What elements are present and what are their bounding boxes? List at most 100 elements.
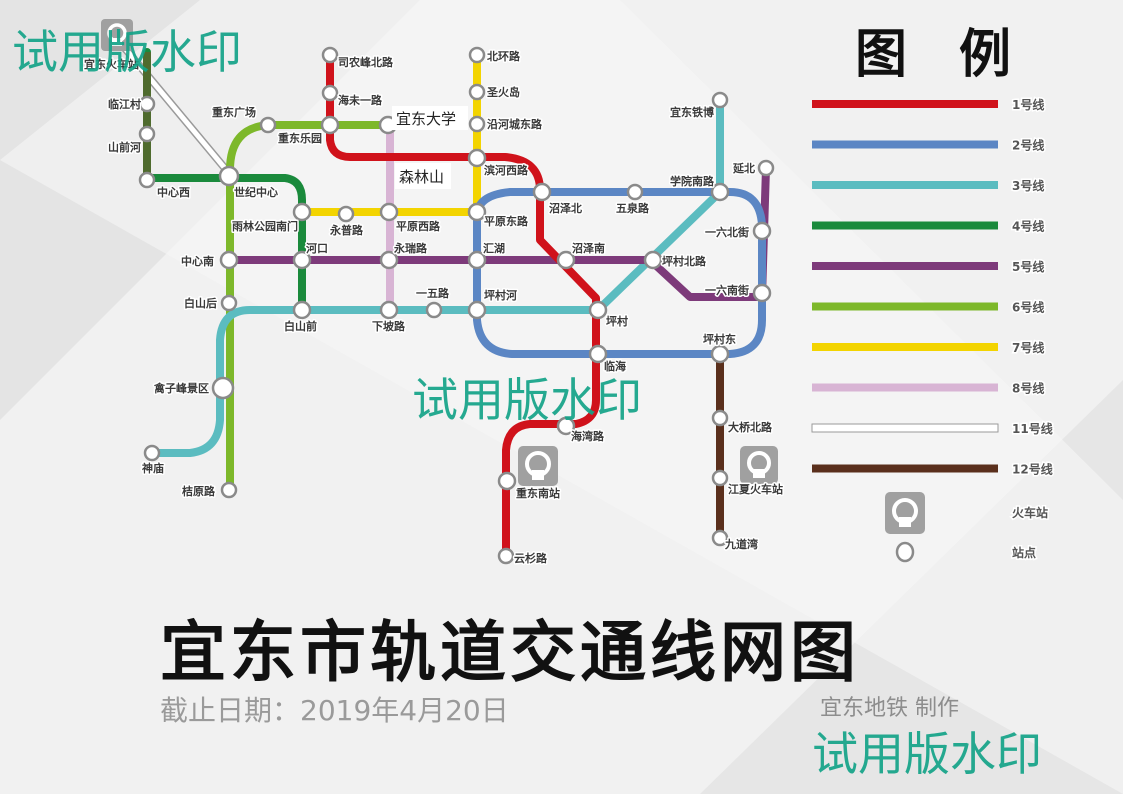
railway-station-icon: [101, 19, 133, 51]
station-marker[interactable]: [467, 250, 487, 270]
station-marker[interactable]: [379, 202, 399, 222]
line-11: [114, 37, 232, 175]
watermark: 试用版水印: [12, 25, 242, 79]
station-marker[interactable]: [752, 283, 772, 303]
station-marker[interactable]: [467, 148, 487, 168]
station-marker[interactable]: [320, 115, 340, 135]
university-label-box: [392, 106, 468, 130]
legend-swatch: [812, 383, 998, 392]
station-marker[interactable]: [467, 202, 487, 222]
station-marker[interactable]: [588, 344, 608, 364]
station-labels: 宜东火车站 临江村 山前河 中心西 世纪中心 重东广场 重东乐园 司农峰北路 海…: [83, 48, 785, 567]
station-marker[interactable]: [532, 182, 552, 202]
station-marker[interactable]: [468, 46, 486, 64]
station-marker[interactable]: [379, 300, 399, 320]
legend-label: 1号线: [1012, 97, 1044, 112]
station-marker[interactable]: [337, 205, 355, 223]
station-marker[interactable]: [138, 95, 156, 113]
station-marker[interactable]: [588, 300, 608, 320]
university-label: 宜东大学: [396, 110, 456, 128]
station-marker[interactable]: [711, 91, 729, 109]
station-marker[interactable]: [467, 300, 487, 320]
legend-label: 6号线: [1012, 300, 1044, 315]
station-label: 河口: [306, 241, 328, 255]
railway-station-icon: [518, 446, 558, 486]
station-marker[interactable]: [468, 115, 486, 133]
station-marker[interactable]: [220, 481, 238, 499]
station-marker[interactable]: [138, 125, 156, 143]
station-label: 平原东路: [484, 214, 529, 228]
legend-swatch: [811, 423, 999, 433]
railway-station-icon: [740, 446, 778, 484]
station-marker[interactable]: [468, 83, 486, 101]
legend-railway-label: 火车站: [1012, 505, 1048, 520]
station-label: 桔原路: [182, 484, 216, 498]
station-label: 沿河城东路: [487, 117, 543, 131]
station-marker[interactable]: [211, 376, 235, 400]
line-2: [473, 188, 766, 358]
station-marker[interactable]: [379, 250, 399, 270]
station-marker[interactable]: [292, 300, 312, 320]
station-marker[interactable]: [425, 301, 443, 319]
station-marker[interactable]: [497, 471, 517, 491]
station-marker[interactable]: [219, 250, 239, 270]
legend-label: 4号线: [1012, 219, 1044, 234]
station-label: 宜东火车站: [84, 57, 139, 71]
station-label: 中心南: [181, 254, 214, 268]
station-marker[interactable]: [143, 444, 161, 462]
station-marker[interactable]: [752, 221, 772, 241]
station-label: 白山前: [284, 319, 317, 333]
line-3: [148, 96, 724, 457]
station-marker[interactable]: [643, 250, 663, 270]
station-label: 沼泽北: [549, 201, 582, 215]
station-label: 雨林公园南门: [232, 219, 298, 233]
station-label: 圣火岛: [486, 85, 520, 99]
station-marker[interactable]: [292, 202, 312, 222]
station-label: 白山后: [184, 296, 217, 310]
station-marker[interactable]: [556, 416, 576, 436]
legend-title: 图 例: [855, 25, 1011, 85]
station-label: 一五路: [416, 286, 450, 300]
station-label: 一六南街: [705, 283, 749, 297]
legend-label: 3号线: [1012, 178, 1044, 193]
station-label: 重东南站: [516, 486, 560, 500]
station-marker[interactable]: [710, 344, 730, 364]
station-marker[interactable]: [138, 171, 156, 189]
station-marker[interactable]: [710, 182, 730, 202]
station-marker[interactable]: [711, 409, 729, 427]
station-marker[interactable]: [259, 116, 277, 134]
station-marker[interactable]: [292, 250, 312, 270]
station-marker[interactable]: [218, 165, 240, 187]
station-label: 五泉路: [616, 201, 650, 215]
station-marker[interactable]: [757, 159, 775, 177]
station-label: 海未一路: [338, 93, 383, 107]
station-label: 北环路: [487, 49, 521, 63]
map-title: 宜东市轨道交通线网图: [160, 614, 860, 691]
station-label: 汇湖: [483, 241, 505, 255]
station-label: 延北: [732, 161, 755, 175]
station-label: 云杉路: [514, 551, 548, 565]
station-label: 大桥北路: [728, 420, 773, 434]
legend-swatch: [812, 100, 998, 108]
station-marker[interactable]: [556, 250, 576, 270]
station-label: 坪村河: [484, 288, 517, 302]
legend-railway-icon: [885, 492, 925, 534]
station-label: 司农峰北路: [338, 55, 394, 69]
legend-label: 12号线: [1012, 462, 1053, 477]
legend-label: 5号线: [1012, 259, 1044, 274]
legend-label: 2号线: [1012, 138, 1044, 153]
station-marker[interactable]: [711, 469, 729, 487]
station-label: 中心西: [157, 185, 190, 199]
cutoff-date: 截止日期：2019年4月20日: [160, 694, 509, 727]
station-marker[interactable]: [321, 46, 339, 64]
station-marker[interactable]: [497, 547, 515, 565]
station-label: 永瑞路: [393, 241, 428, 255]
station-marker[interactable]: [220, 294, 238, 312]
station-marker[interactable]: [321, 84, 339, 102]
station-marker[interactable]: [626, 183, 644, 201]
station-label: 平原西路: [396, 219, 441, 233]
forest-label: 森林山: [399, 168, 444, 186]
station-marker[interactable]: [711, 529, 729, 547]
legend-swatch: [812, 181, 998, 189]
